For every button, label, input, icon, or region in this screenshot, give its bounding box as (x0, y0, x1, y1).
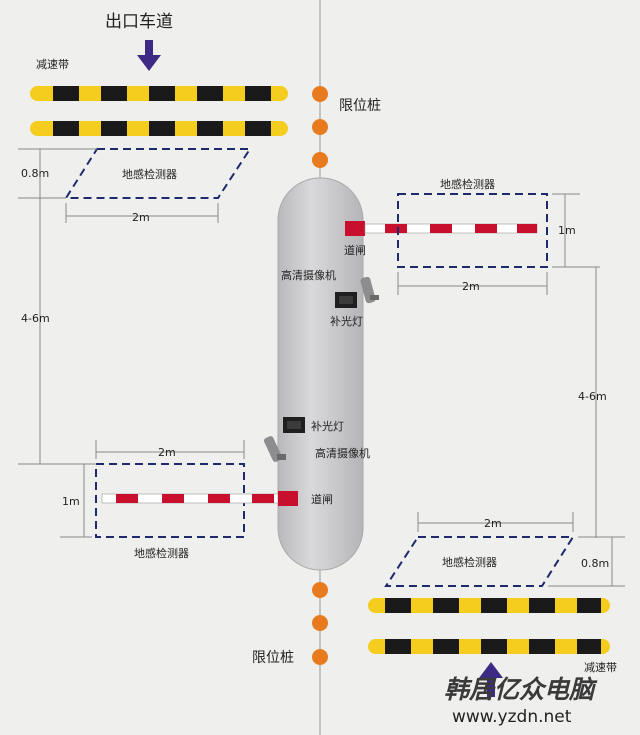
barrier-gate-label-top: 道闸 (344, 243, 366, 257)
barrier-gate-top-right (345, 221, 538, 236)
watermark-url: www.yzdn.net (452, 707, 572, 727)
dim-08m-top: 0.8m (21, 167, 49, 180)
down-arrow-icon (137, 40, 161, 71)
fill-light-label-bottom: 补光灯 (311, 419, 344, 433)
dimension-lines-left (18, 148, 219, 465)
limit-post-label-top: 限位桩 (339, 97, 381, 114)
dim-2m-bottom-left: 2m (158, 446, 176, 459)
exit-lane-title: 出口车道 (105, 12, 173, 32)
speed-bump-label-bottom: 减速带 (584, 661, 617, 674)
camera-icon (360, 276, 379, 304)
loop-detector-label-top-left: 地感检测器 (122, 167, 177, 181)
speed-bump-label-top: 减速带 (36, 58, 69, 71)
loop-detector-label-bottom-right: 地感检测器 (442, 555, 497, 569)
loop-detector-top-left (64, 148, 252, 199)
up-arrow-icon (479, 662, 503, 697)
speed-bump-bottom-1 (368, 598, 610, 613)
speed-bump-top-1 (30, 86, 288, 101)
watermark-brand: 韩居亿众电脑 (444, 675, 598, 704)
dim-2m-top-left: 2m (132, 211, 150, 224)
loop-detector-label-bottom-left: 地感检测器 (134, 546, 189, 560)
fill-light-icon (283, 417, 305, 433)
limit-post-label-bottom: 限位桩 (252, 649, 294, 666)
hd-camera-label-bottom: 高清摄像机 (315, 446, 370, 460)
limit-posts-bottom (312, 582, 328, 665)
loop-detector-top-right (397, 193, 548, 268)
speed-bump-top-2 (30, 121, 288, 136)
loop-detector-bottom-right (384, 536, 575, 587)
dim-1m-top-right: 1m (558, 224, 576, 237)
fill-light-label-top: 补光灯 (330, 314, 363, 328)
camera-icon (263, 436, 286, 462)
barrier-gate-bottom-left (101, 491, 298, 506)
fill-light-icon (335, 292, 357, 308)
dimension-lines-right-bottom (417, 512, 625, 587)
limit-posts-top (312, 86, 328, 168)
dim-08m-bottom: 0.8m (581, 557, 609, 570)
hd-camera-label-top: 高清摄像机 (281, 268, 336, 282)
dim-4-6m-right: 4-6m (578, 390, 607, 403)
loop-detector-label-top-right: 地感检测器 (440, 177, 495, 191)
dimension-lines-right-top (397, 193, 600, 538)
dimension-lines-left-bottom (60, 440, 245, 538)
speed-bump-bottom-2 (368, 639, 610, 654)
dim-2m-bottom-right: 2m (484, 517, 502, 530)
barrier-gate-label-bottom: 道闸 (311, 492, 333, 506)
dim-1m-bottom-left: 1m (62, 495, 80, 508)
dim-4-6m-left: 4-6m (21, 312, 50, 325)
center-island (277, 177, 364, 571)
dim-2m-top-right: 2m (462, 280, 480, 293)
